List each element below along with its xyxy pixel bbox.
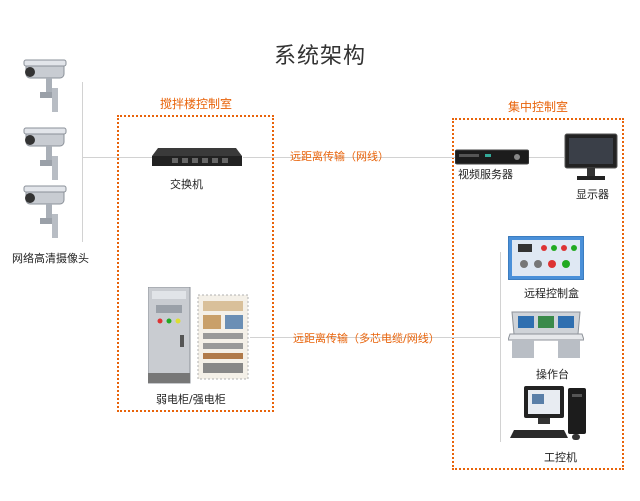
camera-icon bbox=[23, 185, 67, 238]
network-link-label: 远距离传输（网线） bbox=[290, 150, 389, 163]
cameras-label: 网络高清摄像头 bbox=[12, 252, 89, 265]
industrial-pc-icon bbox=[510, 386, 586, 440]
operation-console-icon bbox=[508, 311, 584, 358]
switch-label: 交换机 bbox=[170, 178, 203, 191]
camera-bus-line bbox=[82, 82, 83, 242]
camera-icon bbox=[23, 59, 67, 112]
camera-to-switch-line bbox=[82, 157, 152, 158]
monitor-icon bbox=[564, 133, 618, 180]
monitor-label: 显示器 bbox=[576, 188, 609, 201]
nvr-to-monitor-line bbox=[528, 157, 564, 158]
ipc-label: 工控机 bbox=[544, 451, 577, 464]
central-room-label: 集中控制室 bbox=[508, 100, 569, 114]
mixing-room-box bbox=[117, 115, 274, 412]
central-room-box bbox=[452, 118, 624, 470]
electrical-cabinet-icon bbox=[148, 287, 249, 384]
page-title: 系统架构 bbox=[273, 44, 366, 69]
cabinet-label: 弱电柜/强电柜 bbox=[156, 393, 226, 406]
camera-icon bbox=[23, 127, 67, 180]
video-server-icon bbox=[455, 149, 529, 165]
remote-control-box-icon bbox=[508, 236, 584, 280]
central-bus-line bbox=[500, 252, 501, 442]
mixing-room-label: 搅拌楼控制室 bbox=[160, 97, 233, 111]
network-switch-icon bbox=[152, 148, 242, 166]
cabinet-to-central-line bbox=[250, 337, 500, 338]
multi-link-label: 远距离传输（多芯电缆/网线） bbox=[293, 332, 440, 345]
nvr-label: 视频服务器 bbox=[458, 168, 513, 181]
console-label: 操作台 bbox=[536, 368, 569, 381]
remote-box-label: 远程控制盒 bbox=[524, 287, 579, 300]
switch-to-nvr-line bbox=[243, 157, 455, 158]
